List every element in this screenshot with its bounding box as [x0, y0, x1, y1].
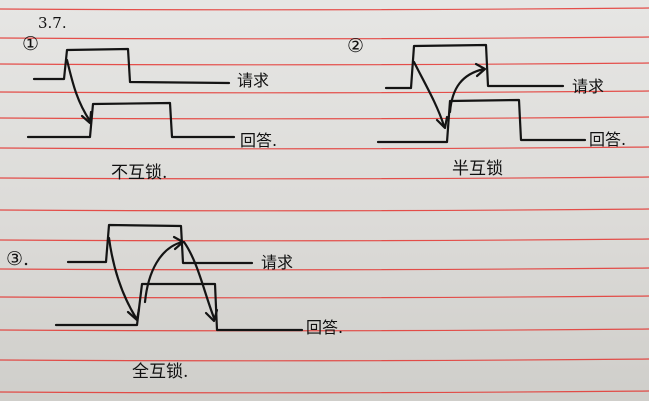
diagram-2-answer-wave: [376, 98, 587, 144]
diagram-3-arrow-1: [107, 236, 138, 320]
ruled-line: [0, 208, 649, 212]
diagram-1-request-wave: [32, 47, 231, 85]
diagram-2-arrow-1: [412, 60, 446, 128]
diagram-3-arrow-2: [143, 240, 184, 304]
diagram-3-arrow-3: [182, 240, 216, 320]
diagram-3-request-label: 请求: [261, 253, 293, 272]
ruled-line: [0, 7, 649, 11]
ruled-line: [0, 358, 649, 362]
diagram-1-caption: 不互锁.: [111, 163, 167, 183]
diagram-3-marker: ③.: [6, 248, 29, 270]
diagram-2: ② 请求 回答. 半互锁: [347, 35, 626, 179]
ruled-line: [0, 62, 649, 66]
diagram-2-request-wave: [384, 43, 565, 90]
diagram-2-marker: ②: [347, 35, 364, 57]
diagram-1: ① 请求 回答. 不互锁.: [22, 33, 277, 183]
ruled-line: [0, 328, 649, 332]
diagram-1-request-label: 请求: [237, 71, 269, 90]
diagram-2-answer-label: 回答.: [589, 130, 626, 149]
ruled-line: [0, 176, 649, 180]
diagram-1-marker: ①: [22, 33, 39, 55]
ruled-line: [0, 116, 649, 120]
ruled-line: [0, 238, 649, 242]
diagram-1-answer-wave: [26, 101, 236, 139]
ruled-line: [0, 36, 649, 40]
diagram-2-request-label: 请求: [572, 77, 604, 96]
diagram-1-arrow: [65, 58, 92, 123]
diagram-2-caption: 半互锁: [452, 159, 503, 179]
diagram-2-arrow-2: [448, 67, 486, 114]
ruled-line: [0, 390, 649, 394]
page-heading: 3.7.: [38, 14, 67, 32]
diagram-1-answer-label: 回答.: [240, 131, 277, 150]
ruled-line: [0, 267, 649, 271]
ruled-lines: [0, 7, 649, 394]
diagram-3-answer-wave: [54, 282, 304, 332]
ruled-line: [0, 90, 649, 94]
ruled-line: [0, 146, 649, 150]
diagram-3-answer-label: 回答.: [306, 318, 343, 337]
diagram-3-caption: 全互锁.: [132, 362, 188, 382]
diagram-3: ③. 请求 回答. 全互锁.: [6, 223, 343, 382]
ruled-line: [0, 295, 649, 299]
